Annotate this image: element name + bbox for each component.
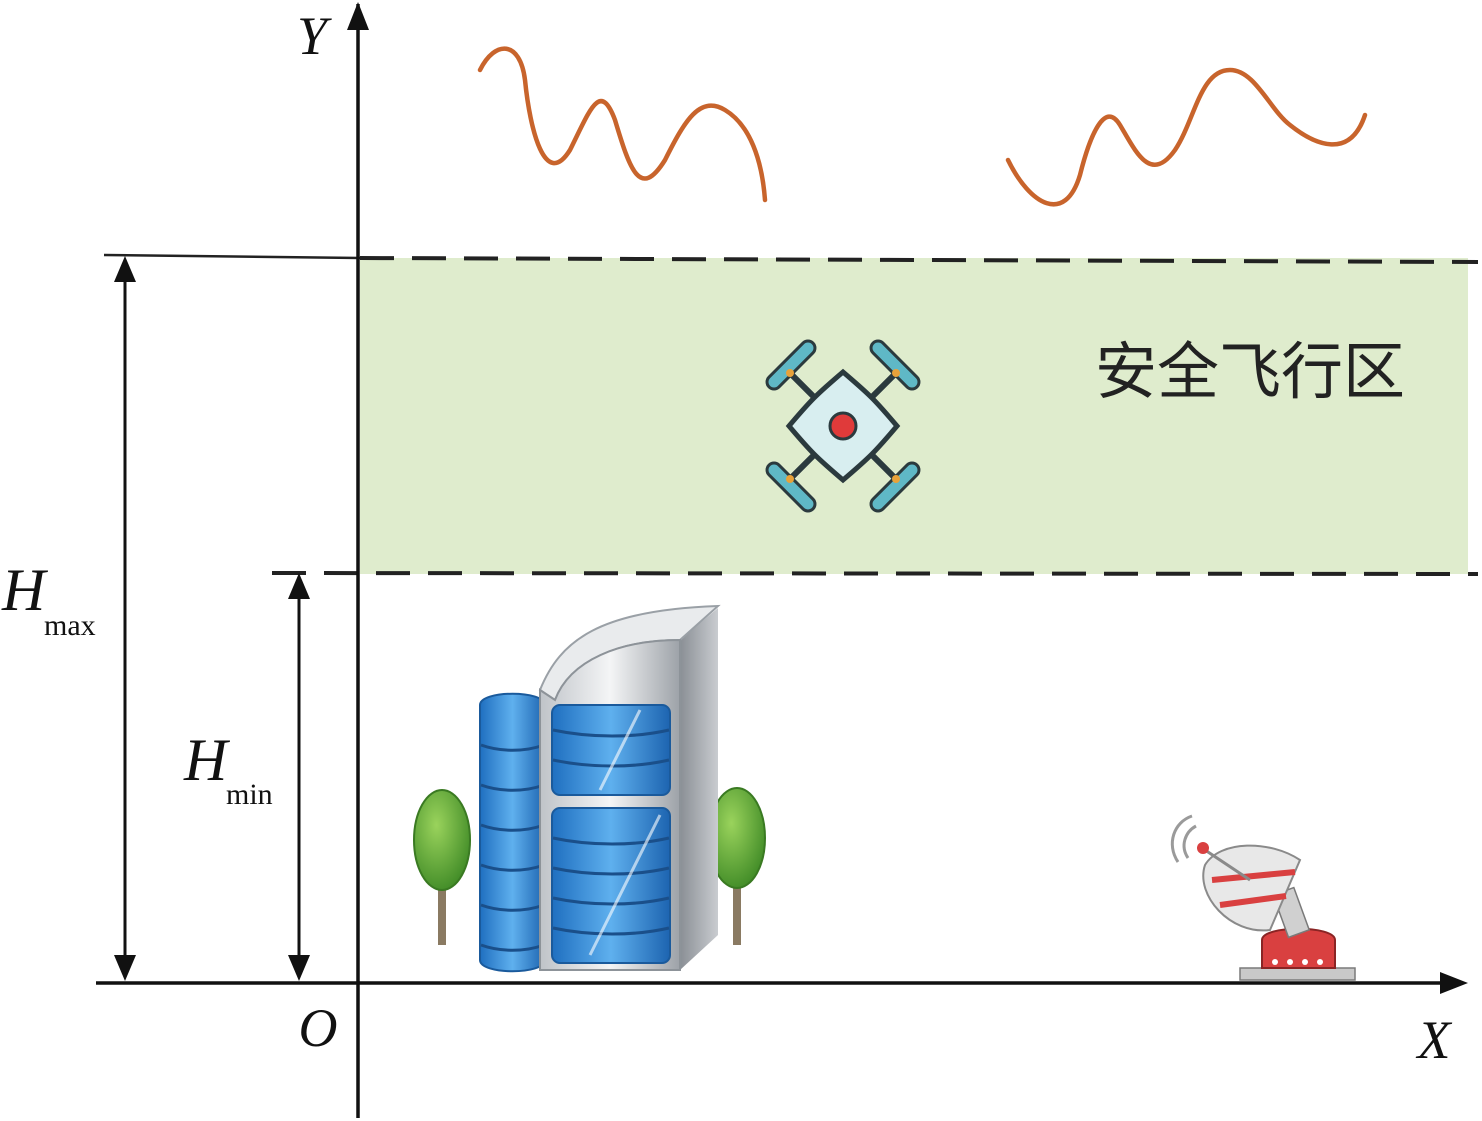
hmax-letter: H — [1, 557, 49, 623]
hmin-arrow-bottom — [288, 955, 310, 981]
safe-flight-zone — [360, 258, 1468, 574]
hmin-letter: H — [183, 727, 231, 793]
hmin-arrow-top — [288, 573, 310, 599]
turbulence-wave-icon — [1005, 67, 1368, 207]
tree-icon — [413, 789, 471, 945]
safe-zone-label: 安全飞行区 — [1095, 335, 1405, 408]
y-axis-label: Y — [297, 6, 332, 66]
hmax-arrow-bottom — [114, 955, 136, 981]
hmax-subscript: max — [44, 609, 96, 642]
y-axis-arrowhead — [347, 2, 369, 30]
turbulence-wave-icon — [477, 46, 768, 203]
hmin-subscript: min — [226, 778, 273, 811]
origin-label: O — [299, 998, 338, 1058]
x-axis-arrowhead — [1440, 972, 1468, 994]
hmax-solid-line — [103, 253, 361, 260]
hmax-arrow-top — [114, 256, 136, 282]
quadcopter-drone-icon — [765, 339, 921, 513]
hmin-dashed-line — [271, 571, 1479, 576]
hmax-dashed-line — [359, 256, 1479, 264]
x-axis-label: X — [1416, 1010, 1453, 1070]
radar-dish-icon — [1170, 814, 1356, 981]
office-building-icon — [479, 604, 721, 973]
